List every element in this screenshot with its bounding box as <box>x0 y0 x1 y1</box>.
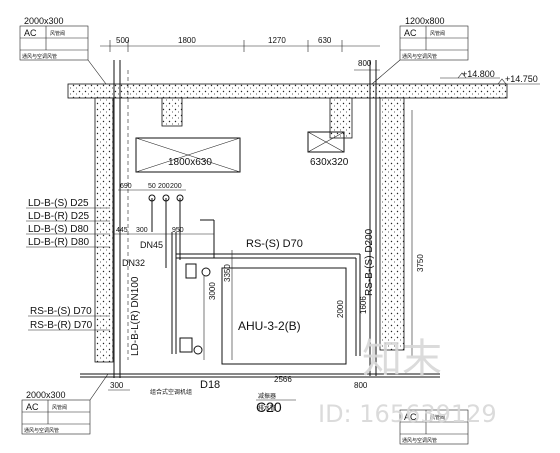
left-pipe-labels: LD-B-(S) D25 LD-B-(R) D25 LD-B-(S) D80 L… <box>26 198 110 331</box>
duct-label: 630x320 <box>310 157 349 168</box>
dim-500: 500 <box>116 36 130 45</box>
tag-size: 2000x300 <box>24 16 64 26</box>
tag-tiny: 风管阀 <box>430 414 445 421</box>
vertical-dimensions: 3000 3350 2000 1606 3750 LD-B-L(R) DN100… <box>130 110 425 360</box>
tag-tiny: 风管阀 <box>50 30 65 37</box>
floor-line: 300 2566 800 <box>80 373 440 391</box>
dim-300: 300 <box>136 227 148 234</box>
dim-200-a: 200 <box>158 183 170 190</box>
tag-code: AC <box>404 412 417 422</box>
label-ld-s-d80: LD-B-(S) D80 <box>28 224 89 235</box>
dim-3750: 3750 <box>416 254 425 272</box>
dim-3000: 3000 <box>208 282 217 300</box>
label-ld-vertical: LD-B-L(R) DN100 <box>130 276 141 356</box>
label-rs-s-d70: RS-B-(S) D70 <box>30 306 92 317</box>
note-2: 减振器 <box>258 392 276 400</box>
tag-tiny: 风管阀 <box>430 30 445 37</box>
dim-2566: 2566 <box>274 375 292 384</box>
ahu-unit: AHU-3-2(B) <box>221 267 347 365</box>
elevation-14750: +14.750 <box>505 74 538 84</box>
label-ld-s-d25: LD-B-(S) D25 <box>28 198 89 209</box>
tag-bottom-right: AC 风管阀 通风与空调风管 <box>399 409 469 445</box>
watermark: 知末 ID: 165639129 <box>318 336 497 428</box>
label-rs-r-d70: RS-B-(R) D70 <box>30 320 93 331</box>
label-rs-main: RS-(S) D70 <box>246 238 303 250</box>
note-1: 组合式空调机组 <box>150 388 192 396</box>
tag-size: 1200x800 <box>405 16 445 26</box>
duct-label: 1800x630 <box>168 157 212 168</box>
dim-1270: 1270 <box>268 36 286 45</box>
duct-630x320: 630x320 <box>307 131 349 168</box>
label-ld-r-d80: LD-B-(R) D80 <box>28 237 90 248</box>
elevation-14800: +14.800 <box>462 69 495 79</box>
dim-800-top: 800 <box>358 59 372 68</box>
dim-800-bottom: 800 <box>354 381 368 390</box>
dim-200-b: 200 <box>170 183 182 190</box>
duct-1800x630: 1800x630 <box>135 137 241 173</box>
dim-300-bottom: 300 <box>110 381 124 390</box>
elevation-markers: +14.800 +14.750 <box>440 69 540 85</box>
top-dimension-line: 500 1800 1270 630 800 <box>100 36 380 71</box>
tag-note: 通风与空调风管 <box>402 53 437 60</box>
tag-code: AC <box>24 28 37 38</box>
tag-note: 通风与空调风管 <box>402 437 437 444</box>
risers <box>113 60 377 378</box>
dim-50: 50 <box>148 183 156 190</box>
tag-note: 通风与空调风管 <box>24 427 59 434</box>
tag-size: 2000x300 <box>26 390 66 400</box>
tag-top-right: 1200x800 AC 风管阀 通风与空调风管 <box>371 16 469 85</box>
label-dn32: DN32 <box>122 258 145 268</box>
tag-tiny: 风管阀 <box>52 404 67 411</box>
tag-bottom-left: 2000x300 AC 风管阀 通风与空调风管 <box>21 373 109 435</box>
floor-slab <box>67 83 508 363</box>
label-d18: D18 <box>200 379 220 391</box>
tag-note: 通风与空调风管 <box>22 53 57 60</box>
dim-690: 690 <box>120 183 132 190</box>
dim-1606: 1606 <box>359 296 368 314</box>
note-3: 排水管 <box>258 404 276 412</box>
watermark-id: ID: 165639129 <box>318 400 497 428</box>
tag-code: AC <box>404 28 417 38</box>
ahu-label: AHU-3-2(B) <box>238 319 301 333</box>
dim-1800: 1800 <box>178 36 196 45</box>
dim-950: 950 <box>172 227 184 234</box>
tag-code: AC <box>26 402 39 412</box>
label-ld-r-d25: LD-B-(R) D25 <box>28 211 90 222</box>
notes: D18 组合式空调机组 减振器 排水管 C20 <box>150 379 296 415</box>
label-rs-vertical: RS-B-(S) D200 <box>364 228 375 296</box>
dim-445: 445 <box>116 227 128 234</box>
dim-630: 630 <box>318 36 332 45</box>
label-dn45: DN45 <box>140 240 163 250</box>
tag-top-left: 2000x300 AC 风管阀 通风与空调风管 <box>19 16 107 85</box>
label-c20: C20 <box>256 399 282 415</box>
watermark-brand: 知末 <box>362 336 442 382</box>
pipe-cluster: 690 50 200 200 445 300 950 DN45 DN32 <box>114 183 361 356</box>
dim-2000: 2000 <box>336 300 345 318</box>
dim-3350: 3350 <box>223 264 232 282</box>
